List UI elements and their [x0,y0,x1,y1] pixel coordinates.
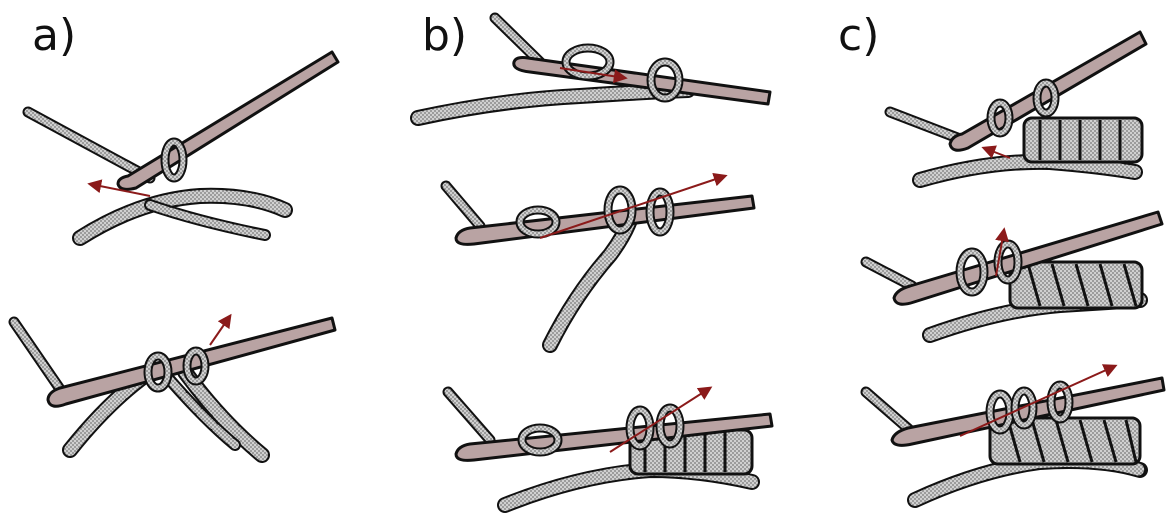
panel-b-step-3 [448,388,772,505]
yarn-chain [80,196,285,238]
panel-b-step-1 [418,18,770,118]
panel-c-step-2 [866,212,1162,335]
yarn-chain [418,90,688,118]
panel-c-step-3 [866,366,1164,500]
direction-arrow-icon [210,316,230,345]
panel-c-step-1 [890,32,1146,180]
panel-b-step-2 [446,176,754,345]
panel-a-step-2 [14,316,335,455]
panel-a-step-1 [28,52,338,238]
yarn-chain [550,215,632,345]
crochet-hook-icon [118,52,338,189]
